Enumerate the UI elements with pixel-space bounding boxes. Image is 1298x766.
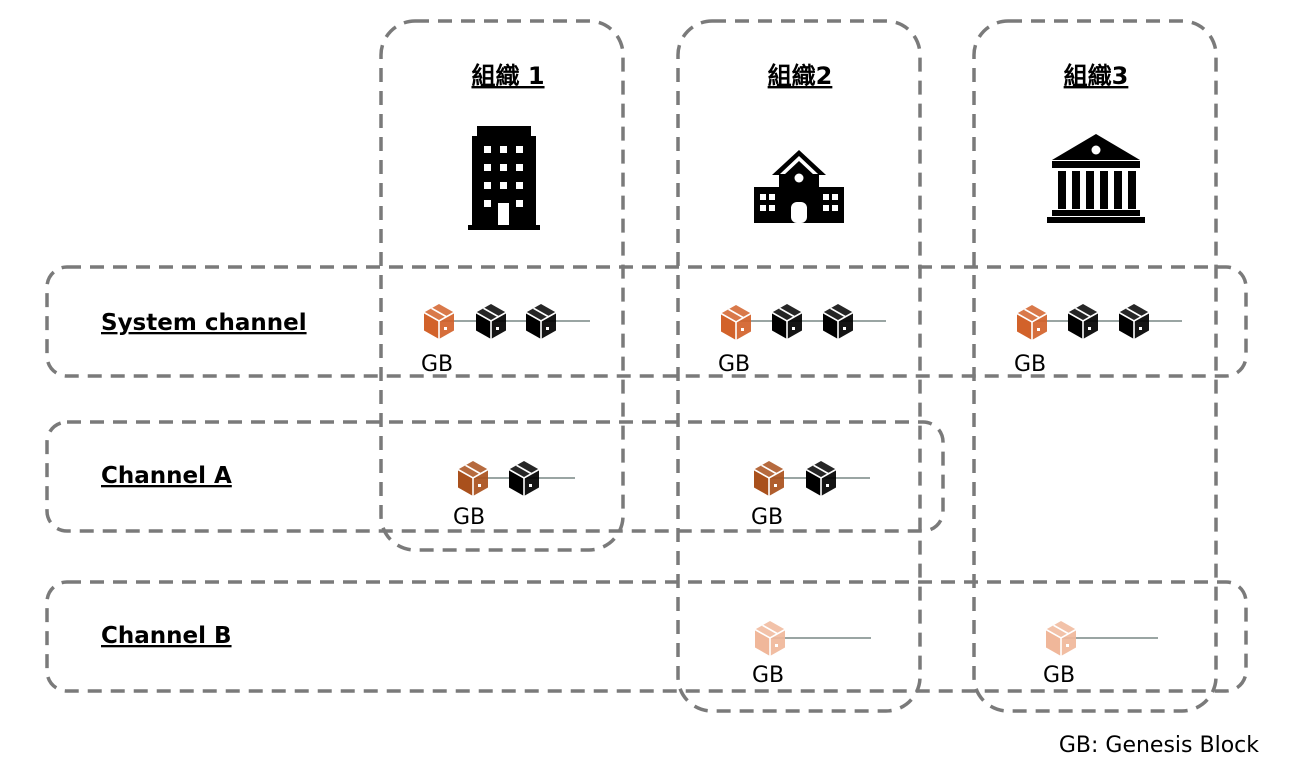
system-chain-org-2: GB [718, 303, 886, 377]
channel-a-chain-org-1: GB [453, 460, 575, 530]
channel-a-label: Channel A [101, 463, 232, 489]
channel-b-chain-org-3: GB [1043, 620, 1158, 688]
genesis-label: GB [752, 663, 784, 688]
block-icon [771, 303, 803, 340]
legend-text: GB: Genesis Block [1059, 733, 1259, 758]
channel-a-box [45, 420, 945, 533]
system-chain-org-1: GB [421, 303, 590, 377]
org-1-title: 組織 1 [471, 62, 544, 90]
block-icon [475, 303, 507, 340]
org-2-title: 組織2 [768, 62, 833, 90]
block-icon [822, 303, 854, 340]
block-icon [805, 460, 837, 497]
genesis-label: GB [751, 505, 783, 530]
system-channel-label: System channel [101, 310, 307, 336]
genesis-label: GB [1043, 663, 1075, 688]
system-chain-org-3: GB [1014, 303, 1182, 377]
org-3-box [972, 19, 1218, 713]
block-icon [1118, 303, 1150, 340]
block-icon [508, 460, 540, 497]
genesis-block-icon [457, 460, 489, 497]
channel-b-label: Channel B [101, 623, 232, 649]
block-icon [525, 303, 557, 340]
bank-icon [1047, 134, 1145, 223]
genesis-block-icon [423, 303, 455, 340]
org-3-title: 組織3 [1064, 62, 1129, 90]
genesis-label: GB [718, 352, 750, 377]
org-2-box [676, 19, 922, 713]
org-1-box [379, 19, 625, 552]
office-building-icon [468, 126, 540, 230]
genesis-label: GB [1014, 352, 1046, 377]
channel-b-box [45, 580, 1248, 693]
genesis-label: GB [421, 352, 453, 377]
genesis-block-icon [1016, 304, 1048, 341]
genesis-block-icon [720, 304, 752, 341]
genesis-block-icon [753, 460, 785, 497]
channel-b-chain-org-2: GB [752, 620, 871, 688]
block-icon [1067, 303, 1099, 340]
genesis-label: GB [453, 505, 485, 530]
genesis-block-icon [754, 620, 786, 657]
school-icon [754, 150, 844, 223]
system-channel-box [45, 265, 1248, 378]
channel-a-chain-org-2: GB [751, 460, 870, 530]
genesis-block-icon [1045, 620, 1077, 657]
